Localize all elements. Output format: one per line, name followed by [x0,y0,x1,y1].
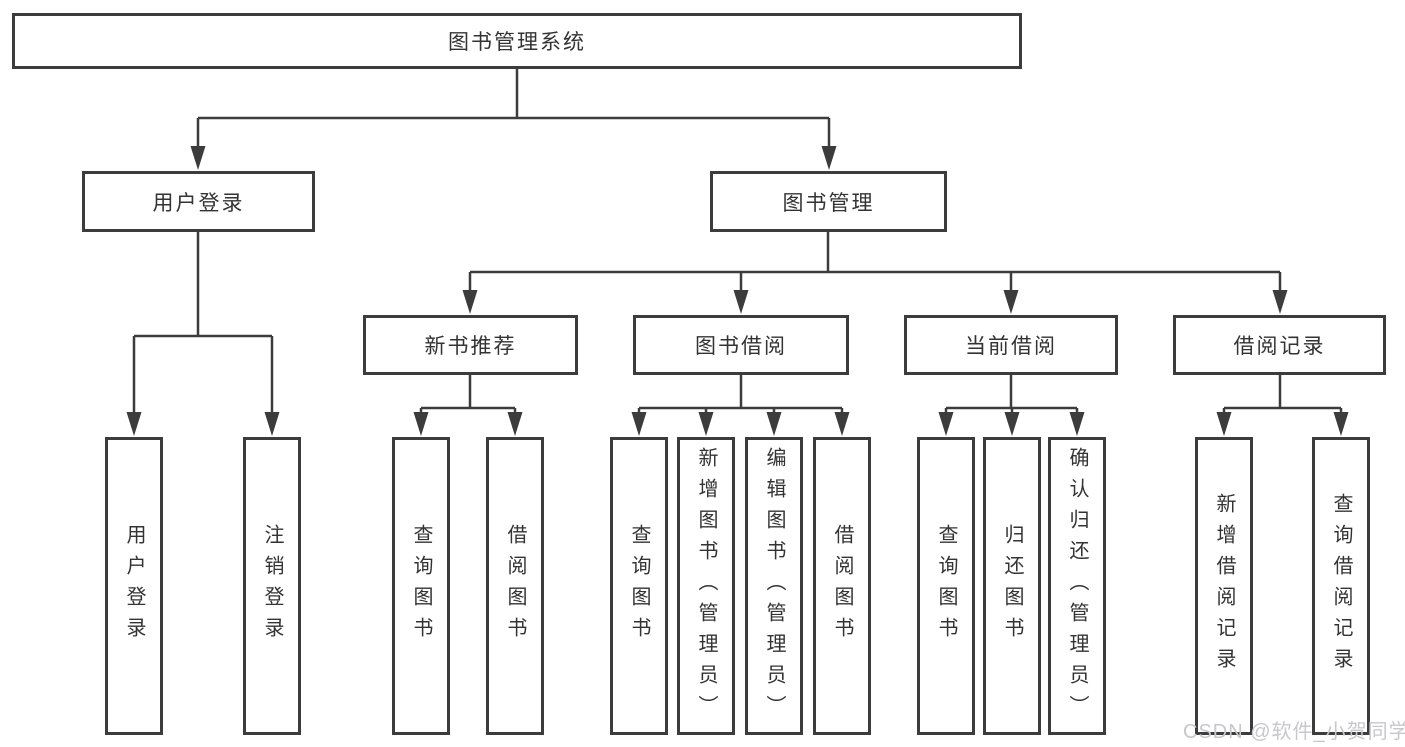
leaf-borrow-query-books: 查询图书 [610,437,668,735]
leaf-newbook-borrow-books: 借阅图书 [486,437,544,735]
leaf-borrow-edit-books-admin: 编辑图书（管理员） [745,437,803,735]
leaf-current-confirm-return-admin: 确认归还（管理员） [1048,437,1106,735]
leaf-current-return-books: 归还图书 [983,437,1041,735]
node-book-borrow: 图书借阅 [633,315,849,375]
arrowheads [126,146,1349,436]
leaf-user-login: 用户登录 [105,437,163,735]
leaf-records-add-record: 新增借阅记录 [1195,437,1253,735]
node-new-book-recommend: 新书推荐 [363,315,578,375]
leaf-newbook-query-books: 查询图书 [392,437,450,735]
leaf-borrow-borrow-books: 借阅图书 [813,437,871,735]
leaf-logout-login: 注销登录 [243,437,301,735]
node-book-management: 图书管理 [710,171,947,232]
csdn-watermark: CSDN @软件_小贺同学 [1183,721,1405,743]
leaf-records-query-record: 查询借阅记录 [1312,437,1370,735]
leaf-borrow-add-books-admin: 新增图书（管理员） [677,437,735,735]
node-borrow-records: 借阅记录 [1173,315,1386,375]
connector-paths [132,69,1343,416]
node-current-borrow: 当前借阅 [904,315,1118,375]
leaf-current-query-books: 查询图书 [917,437,975,735]
node-user-login: 用户登录 [82,171,315,232]
node-root: 图书管理系统 [12,13,1022,69]
